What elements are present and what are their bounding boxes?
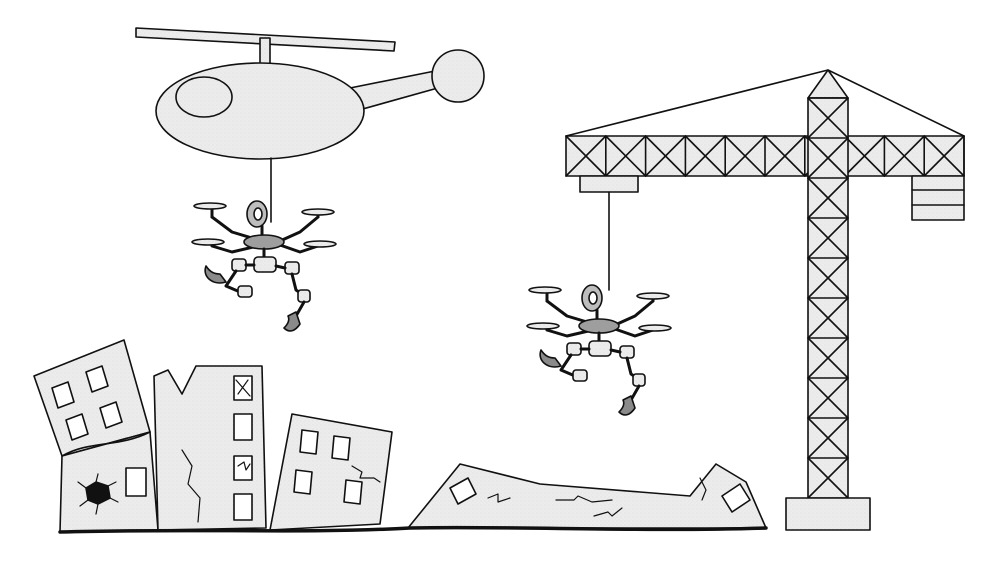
drone-icon	[191, 200, 337, 332]
drone-icon	[526, 284, 672, 416]
helicopter-icon	[135, 27, 485, 223]
crane-icon	[565, 69, 965, 531]
ruined-building-icon	[33, 339, 768, 534]
